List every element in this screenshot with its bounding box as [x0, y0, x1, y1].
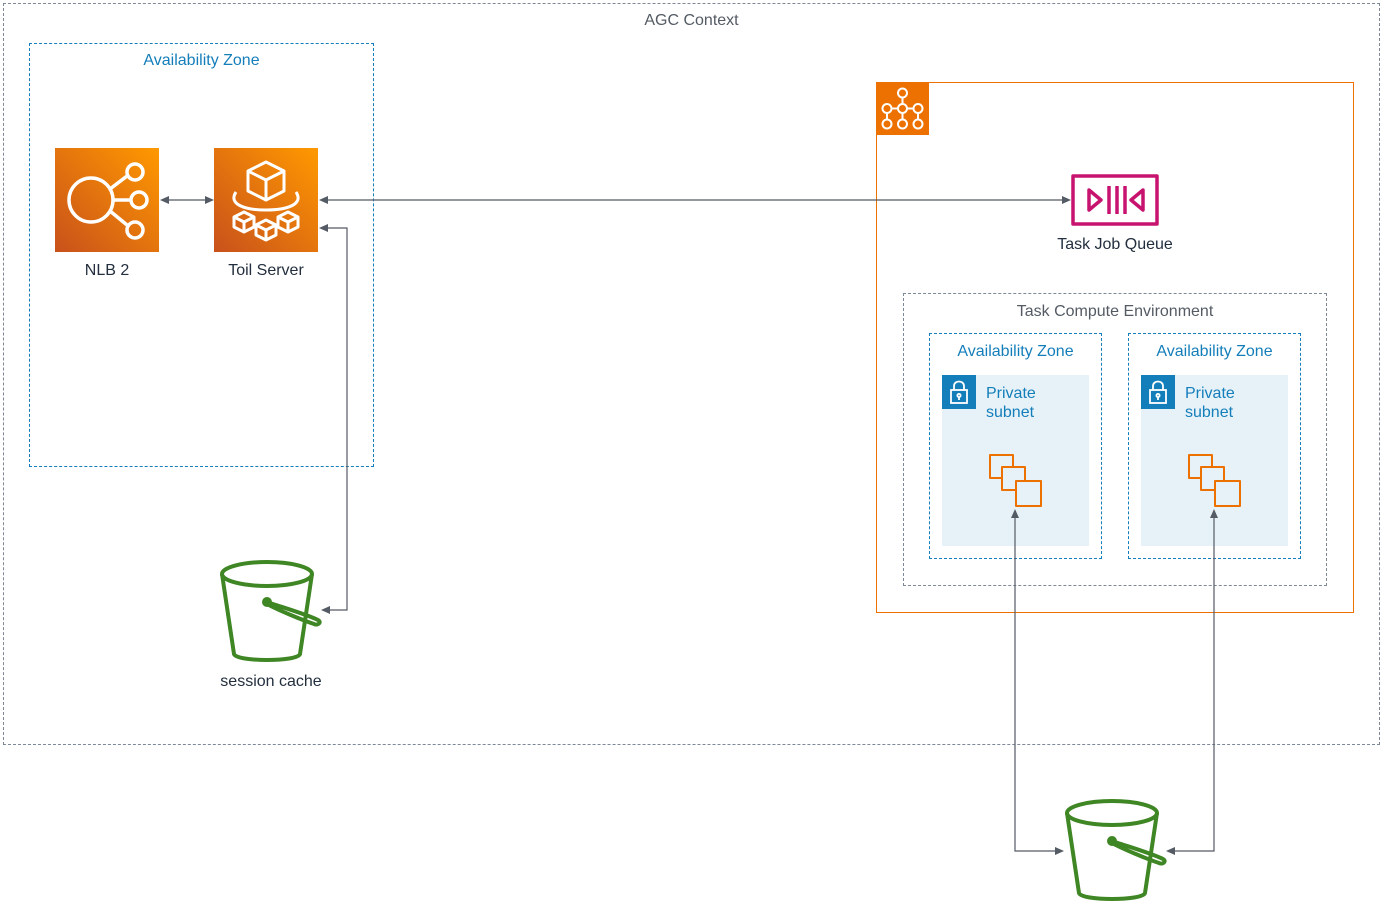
agc-context-group [3, 3, 1380, 745]
nlb-label: NLB 2 [84, 262, 130, 279]
ec2-instances-icon [987, 452, 1045, 510]
load-balancer-icon [55, 148, 159, 252]
private-subnet-b-label-2: subnet [1185, 404, 1234, 421]
private-subnet-a-label-1: Private [986, 385, 1036, 402]
batch-group [876, 82, 1354, 613]
compute-environment-group [903, 293, 1327, 586]
ec2-instances-icon [1186, 452, 1244, 510]
lock-icon [1141, 375, 1175, 409]
s3-bucket-icon [218, 558, 324, 666]
left-availability-zone [29, 43, 374, 467]
left-availability-zone-label: Availability Zone [143, 52, 260, 69]
lock-icon [942, 375, 976, 409]
ec2b-bucket-connector [1174, 518, 1215, 852]
ec2a-bucket-connector [1014, 518, 1056, 852]
session-cache-label: session cache [220, 673, 322, 690]
private-subnet-a-label-2: subnet [986, 404, 1035, 421]
s3-bucket-icon [1063, 797, 1169, 905]
toil-cache-connector [327, 227, 348, 611]
job-queue-label: Task Job Queue [1057, 236, 1173, 253]
availability-zone-b-label: Availability Zone [1156, 343, 1273, 360]
toil-server-label: Toil Server [228, 262, 304, 279]
agc-context-label: AGC Context [644, 12, 739, 29]
batch-icon [876, 82, 929, 135]
compute-environment-label: Task Compute Environment [1016, 303, 1214, 320]
private-subnet-b-label-1: Private [1185, 385, 1235, 402]
fargate-server-icon [214, 148, 318, 252]
availability-zone-a-label: Availability Zone [957, 343, 1074, 360]
job-queue-icon [1071, 174, 1159, 226]
